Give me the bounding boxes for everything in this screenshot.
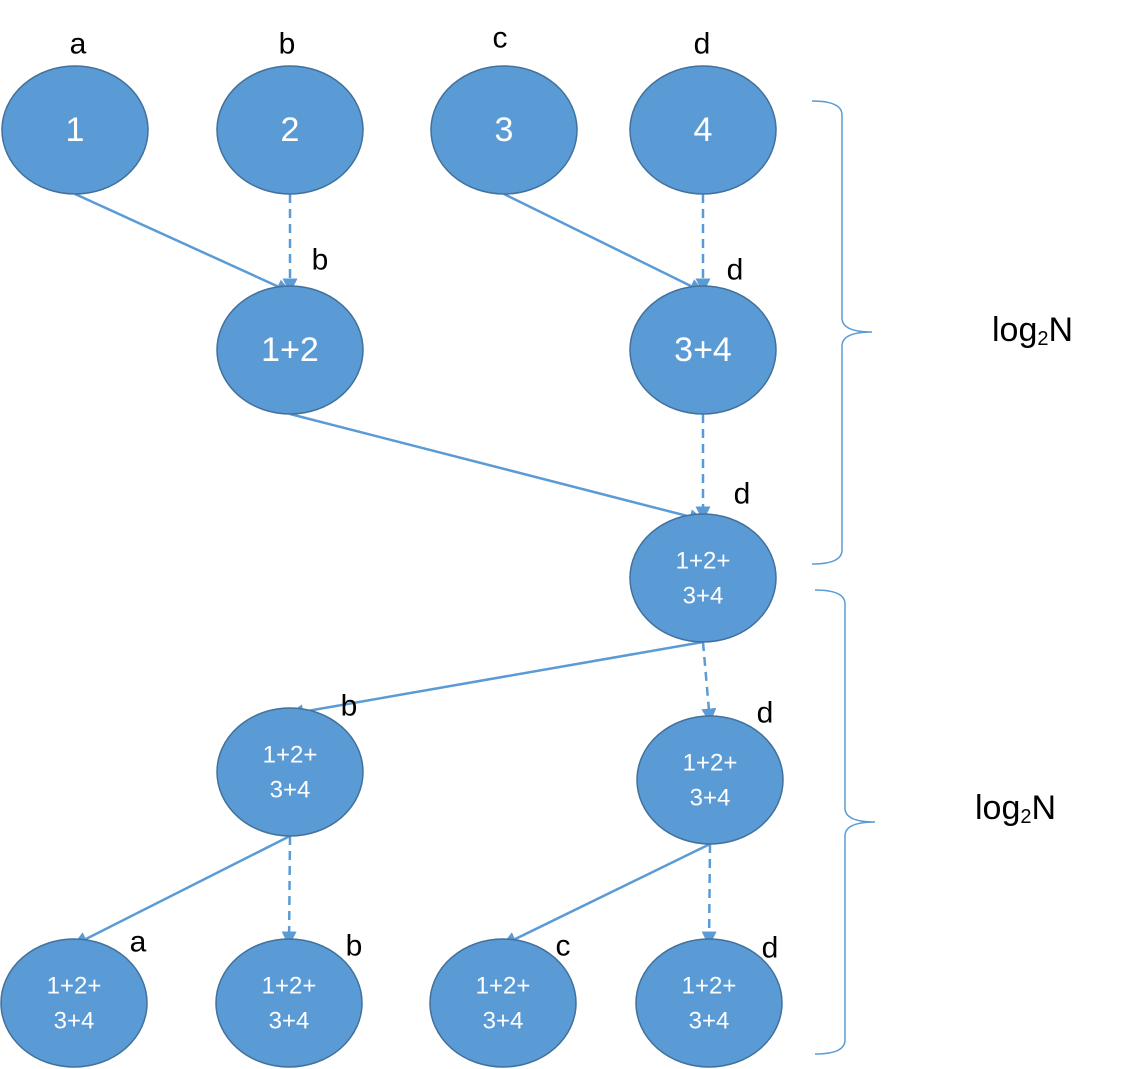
node-label: 2: [281, 111, 300, 149]
node-o3: 1+2+ 3+4: [429, 938, 577, 1068]
bracket-reduce-phase: [811, 100, 873, 565]
node-label: 3+4: [269, 1008, 310, 1035]
edge-nr-to-o4: [701, 843, 717, 947]
node-label: 3+4: [54, 1008, 95, 1035]
node-ellipse: [1, 65, 149, 195]
node-ellipse: [636, 715, 784, 845]
bracket-broadcast-phase: [814, 589, 876, 1055]
node-label: 3+4: [674, 331, 732, 369]
process-tags: a b c d b d d b d a b c d: [70, 22, 779, 965]
process-tag-t3: c: [493, 22, 508, 55]
process-tag-to3: c: [556, 930, 571, 963]
node-label: 4: [694, 111, 713, 149]
process-tag-tr: d: [757, 697, 774, 730]
node-label: 3+4: [483, 1008, 524, 1035]
node-label: 1+2: [261, 331, 319, 369]
node-n4: 4: [629, 65, 777, 195]
node-o2: 1+2+ 3+4: [215, 938, 363, 1068]
edge-nall-to-nl: [288, 640, 704, 720]
node-n12: 1+2: [216, 285, 364, 415]
node-ellipse: [215, 938, 363, 1068]
process-tag-to4: d: [762, 932, 779, 965]
node-label: 1+2+: [262, 973, 317, 1000]
node-ellipse: [216, 65, 364, 195]
edge-n1-to-n12: [74, 192, 292, 294]
edges: [72, 192, 717, 947]
process-tag-t12: b: [312, 244, 329, 277]
log-label-reduce: log2N: [992, 311, 1073, 350]
process-tag-t2: b: [279, 28, 296, 61]
node-ellipse: [216, 285, 364, 415]
node-ellipse: [629, 65, 777, 195]
process-tag-t1: a: [70, 28, 87, 61]
node-ellipse: [216, 707, 364, 837]
edge-n3-to-n34: [503, 192, 705, 294]
edge-nl-to-o1: [72, 834, 291, 947]
node-o4: 1+2+ 3+4: [635, 938, 783, 1068]
node-n34: 3+4: [629, 285, 777, 415]
log-label-broadcast: log2N: [975, 789, 1056, 828]
node-label: 1: [66, 111, 85, 149]
node-nall: 1+2+ 3+4: [629, 513, 777, 643]
node-ellipse: [0, 938, 148, 1068]
edge-nl-to-o2: [281, 835, 297, 947]
node-label: 1+2+: [683, 750, 738, 777]
node-ellipse: [430, 65, 578, 195]
process-tag-t34: d: [727, 254, 744, 287]
node-label: 3+4: [683, 583, 724, 610]
edge-nr-to-o3: [501, 842, 711, 947]
node-label: 1+2+: [476, 973, 531, 1000]
node-ellipse: [629, 513, 777, 643]
node-label: 1+2+: [682, 973, 737, 1000]
edge-n12-to-nall: [289, 412, 705, 524]
process-tag-to2: b: [346, 930, 363, 963]
node-ellipse: [429, 938, 577, 1068]
process-tag-t4: d: [694, 28, 711, 61]
node-nr: 1+2+ 3+4: [636, 715, 784, 845]
node-label: 3: [495, 111, 514, 149]
node-label: 3+4: [689, 1008, 730, 1035]
node-label: 1+2+: [263, 742, 318, 769]
process-tag-tl: b: [341, 690, 358, 723]
node-label: 3+4: [690, 785, 731, 812]
node-ellipse: [629, 285, 777, 415]
node-label: 1+2+: [47, 973, 102, 1000]
node-ellipse: [635, 938, 783, 1068]
node-n1: 1: [1, 65, 149, 195]
process-tag-tall: d: [734, 478, 751, 511]
edge-nall-to-nr: [701, 641, 717, 724]
node-o1: 1+2+ 3+4: [0, 938, 148, 1068]
node-nl: 1+2+ 3+4: [216, 707, 364, 837]
node-n3: 3: [430, 65, 578, 195]
process-tag-to1: a: [130, 926, 147, 959]
node-label: 3+4: [270, 777, 311, 804]
node-n2: 2: [216, 65, 364, 195]
node-label: 1+2+: [676, 548, 731, 575]
